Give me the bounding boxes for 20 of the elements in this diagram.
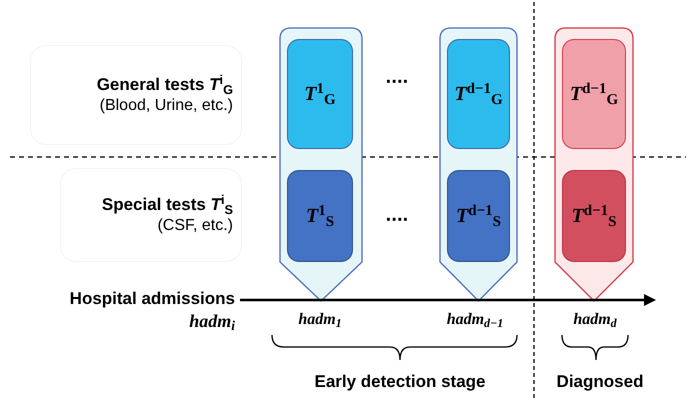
pentagon-column	[439, 27, 518, 302]
test-box	[447, 39, 510, 149]
admission-label: hadm$_{1}$	[297, 310, 343, 330]
test-box	[447, 170, 510, 262]
stage-label: Diagnosed	[556, 371, 644, 392]
ellipsis-text: ····	[384, 70, 410, 95]
category-note: (CSF, etc.)	[157, 216, 233, 236]
ellipsis-text: ····	[384, 208, 410, 233]
test-box	[562, 170, 626, 262]
pentagon-column	[554, 27, 634, 302]
stage-label: Early detection stage	[313, 371, 486, 392]
pentagon-column	[279, 27, 363, 302]
category-note: (Blood, Urine, etc.)	[100, 96, 233, 116]
axis-label: Hospital admissions	[68, 288, 235, 310]
test-box	[287, 39, 353, 149]
test-box	[562, 39, 626, 149]
admission-label: hadm$_{d−1}$	[446, 310, 504, 330]
admission-label: hadm$_{d}$	[572, 310, 618, 330]
test-box	[287, 170, 353, 262]
axis-variable: hadm$_{i}$	[188, 310, 235, 332]
